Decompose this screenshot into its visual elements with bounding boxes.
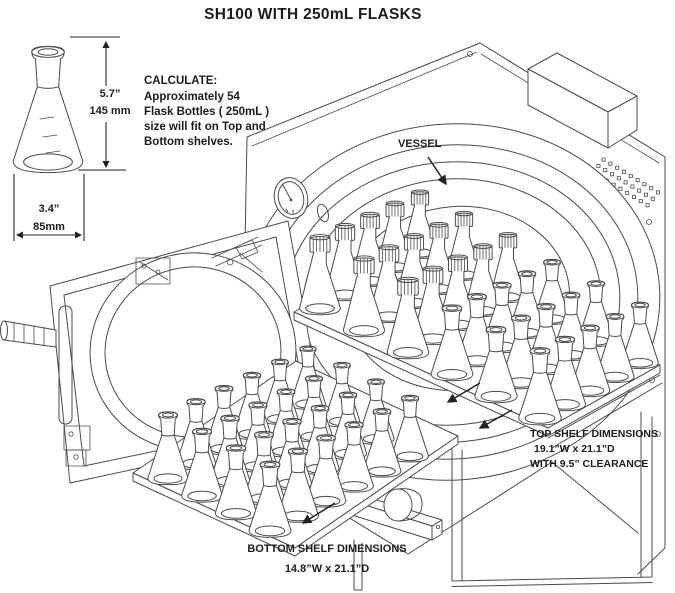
diagram-title: SH100 WITH 250mL FLASKS: [204, 6, 422, 23]
vent-hole: [638, 199, 643, 204]
vent-hole: [603, 168, 608, 173]
width-dimension: [13, 174, 85, 241]
vessel-arrow: [427, 156, 447, 186]
slide-arrow-2: [478, 409, 513, 429]
top-shelf-label: TOP SHELF DIMENSIONS 19.1”W x 21.1”D WIT…: [530, 428, 658, 470]
screw-holes: [467, 51, 661, 437]
port-detail: [316, 203, 330, 223]
vent-hole: [637, 188, 642, 193]
vent-hole: [622, 169, 627, 174]
calculate-line: Approximately 54: [144, 91, 240, 103]
vent-hole: [642, 182, 647, 187]
door-hinges: [63, 425, 91, 467]
front-leg: [353, 539, 363, 591]
flask-height-in: 5.7”: [100, 88, 121, 100]
calculate-line: Flask Bottles ( 250mL ): [144, 106, 269, 118]
vent-hole: [601, 157, 606, 162]
vent-hole: [635, 178, 640, 183]
bottom-shelf-edge: [132, 435, 459, 557]
vessel-label: VESSEL: [398, 138, 442, 150]
slide-arrow-3: [301, 502, 336, 524]
reference-flask: [12, 45, 84, 174]
top-shelf-line1: TOP SHELF DIMENSIONS: [530, 428, 658, 440]
top-shelf-rails: [547, 374, 663, 449]
vent-hole: [610, 172, 615, 177]
bottom-shelf-label: BOTTOM SHELF DIMENSIONS 14.8”W x 21.1”D: [247, 543, 406, 575]
flask-graduations: [39, 116, 61, 154]
vent-hole: [623, 180, 628, 185]
vent-hole: [625, 190, 630, 195]
flask-size-detail: [12, 36, 126, 241]
roller: [383, 488, 413, 522]
top-shelf-line2: 19.1”W x 21.1”D: [534, 443, 615, 455]
calculate-heading: CALCULATE:: [144, 75, 217, 87]
vent-hole: [615, 165, 620, 170]
height-dimension: [70, 36, 126, 171]
machine-body: [243, 42, 666, 575]
rear-legs: [451, 411, 653, 587]
calculate-line: size will fit on Top and: [144, 121, 266, 133]
top-box: [527, 52, 638, 149]
vent-hole: [656, 190, 661, 195]
flask-height-mm: 145 mm: [90, 105, 131, 117]
door-slot: [58, 305, 73, 425]
flask-width-in: 3.4”: [39, 203, 60, 215]
pressure-gauge: [273, 177, 330, 223]
bottom-shelf-line2: 14.8”W x 21.1”D: [285, 563, 369, 575]
door-handle: [0, 320, 57, 348]
top-shelf-line3: WITH 9.5” CLEARANCE: [530, 458, 648, 470]
annotation-arrows: [301, 156, 513, 524]
bottom-shelf: [132, 345, 459, 557]
body-outline: [246, 42, 666, 575]
vent-hole: [628, 173, 633, 178]
vent-hole: [630, 184, 635, 189]
vent-hole: [645, 203, 650, 208]
vent-hole: [644, 192, 649, 197]
vent-hole: [650, 196, 655, 201]
top-shelf-edge: [293, 311, 661, 437]
flask-width-mm: 85mm: [33, 221, 65, 233]
calculate-note: CALCULATE: Approximately 54 Flask Bottle…: [144, 75, 269, 148]
top-shelf: [293, 189, 663, 449]
vent-hole: [618, 186, 623, 191]
vent-hole: [649, 186, 654, 191]
slide-arrow-1: [446, 382, 481, 403]
bottom-shelf-line1: BOTTOM SHELF DIMENSIONS: [247, 543, 406, 555]
vent-hole: [632, 194, 637, 199]
door-latch: [135, 236, 263, 285]
vent-hole: [616, 176, 621, 181]
vent-hole: [608, 161, 613, 166]
calculate-line: Bottom shelves.: [144, 136, 233, 148]
vent-hole: [596, 163, 601, 168]
